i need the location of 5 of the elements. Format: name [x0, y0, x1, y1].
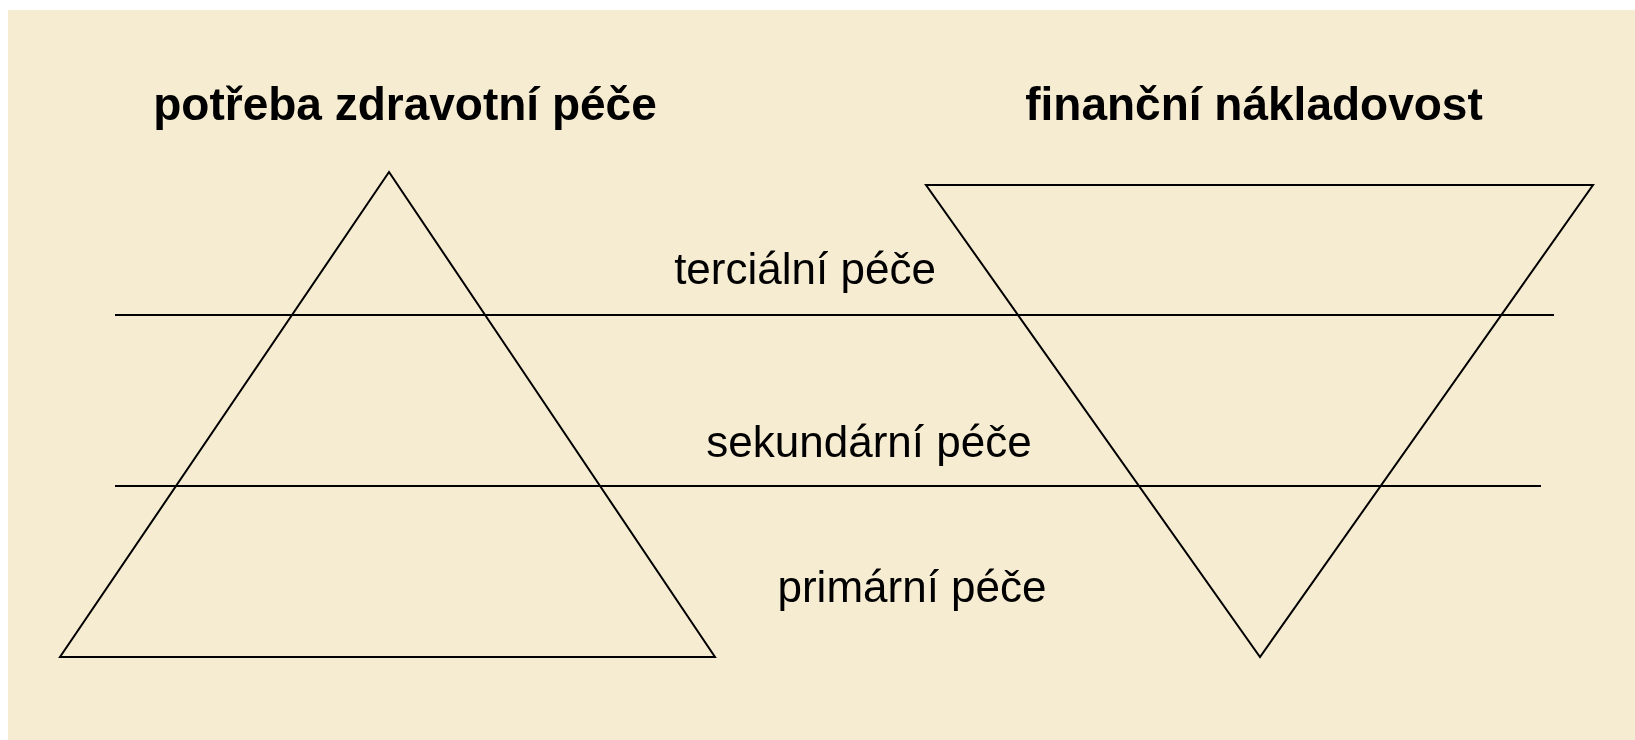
level-label: primární péče [777, 562, 1047, 612]
level-label: sekundární péče [706, 417, 1032, 467]
level-label: terciální péče [674, 244, 936, 294]
heading: finanční nákladovost [1025, 77, 1483, 131]
heading: potřeba zdravotní péče [153, 77, 657, 131]
